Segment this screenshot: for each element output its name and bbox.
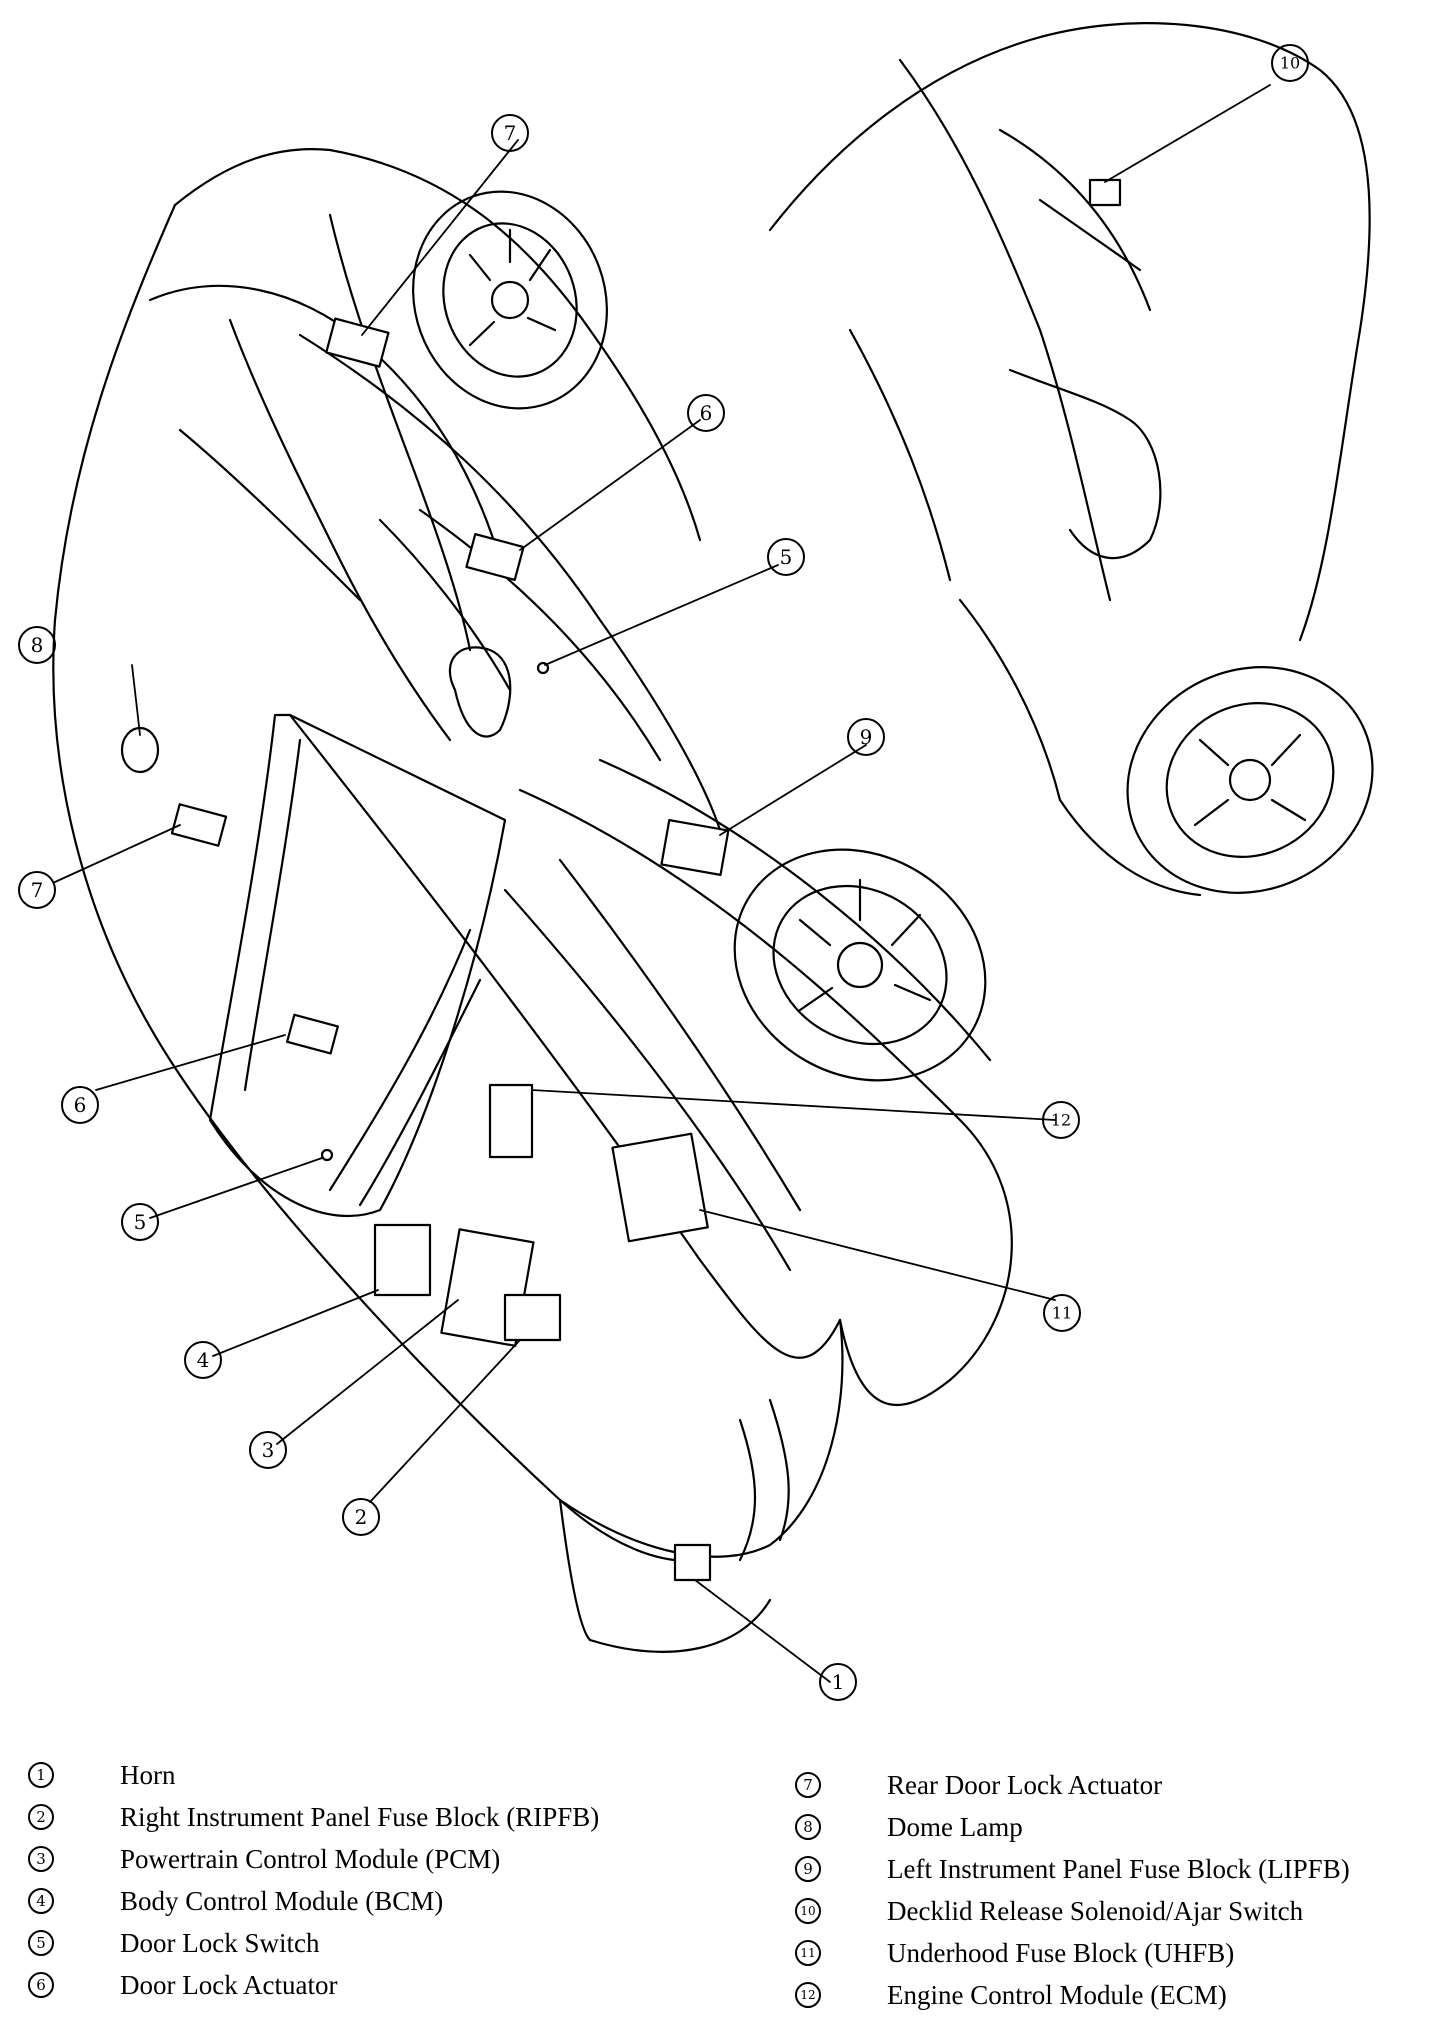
legend-label: Right Instrument Panel Fuse Block (RIPFB… xyxy=(120,1801,600,1832)
legend-item: 3 Powertrain Control Module (PCM) xyxy=(28,1839,500,1879)
callout-6: 6 xyxy=(74,1093,87,1117)
leader-lines xyxy=(54,84,1271,1683)
legend-item: 4 Body Control Module (BCM) xyxy=(28,1881,443,1921)
legend-label: Door Lock Actuator xyxy=(120,1969,338,2000)
legend-label: Body Control Module (BCM) xyxy=(120,1885,444,1916)
callout-2: 2 xyxy=(355,1505,368,1529)
legend-item: 11 Underhood Fuse Block (UHFB) xyxy=(795,1933,1234,1973)
callout-5b: 5 xyxy=(780,545,793,569)
callout-11: 11 xyxy=(1052,1304,1072,1323)
legend-label: Rear Door Lock Actuator xyxy=(887,1769,1163,1800)
legend-item: 5 Door Lock Switch xyxy=(28,1923,319,1963)
legend-label: Left Instrument Panel Fuse Block (LIPFB) xyxy=(887,1853,1350,1884)
legend-number: 3 xyxy=(28,1846,54,1872)
legend-label: Door Lock Switch xyxy=(120,1927,320,1958)
legend-number: 8 xyxy=(795,1814,821,1840)
legend-label: Engine Control Module (ECM) xyxy=(887,1979,1227,2010)
legend-item: 1 Horn xyxy=(28,1755,176,1795)
legend-number: 12 xyxy=(795,1982,821,2008)
legend-item: 12 Engine Control Module (ECM) xyxy=(795,1975,1227,2015)
legend: 1 Horn 2 Right Instrument Panel Fuse Blo… xyxy=(0,1755,1456,2020)
callout-10: 10 xyxy=(1280,54,1300,73)
callout-labels: 1 2 3 4 5 6 6 7 5 7 8 9 10 11 12 xyxy=(31,54,1301,1695)
legend-item: 7 Rear Door Lock Actuator xyxy=(795,1765,1162,1805)
callout-1: 1 xyxy=(832,1670,845,1694)
rear-vehicle-outline xyxy=(768,22,1374,897)
legend-label: Decklid Release Solenoid/Ajar Switch xyxy=(887,1895,1304,1926)
legend-number: 4 xyxy=(28,1888,54,1914)
callout-9: 9 xyxy=(860,725,873,749)
callout-circles xyxy=(18,44,1309,1701)
callout-7b: 7 xyxy=(31,878,44,902)
legend-number: 11 xyxy=(795,1940,821,1966)
callout-7: 7 xyxy=(504,121,517,145)
callout-6b: 6 xyxy=(700,401,713,425)
callout-8: 8 xyxy=(31,633,44,657)
legend-item: 6 Door Lock Actuator xyxy=(28,1965,337,2005)
main-vehicle-outline xyxy=(52,148,1013,1653)
legend-number: 5 xyxy=(28,1930,54,1956)
legend-item: 8 Dome Lamp xyxy=(795,1807,1023,1847)
legend-item: 10 Decklid Release Solenoid/Ajar Switch xyxy=(795,1891,1303,1931)
legend-number: 6 xyxy=(28,1972,54,1998)
callout-5: 5 xyxy=(134,1210,147,1234)
legend-label: Horn xyxy=(120,1759,176,1790)
legend-item: 9 Left Instrument Panel Fuse Block (LIPF… xyxy=(795,1849,1350,1889)
legend-number: 1 xyxy=(28,1762,54,1788)
legend-label: Powertrain Control Module (PCM) xyxy=(120,1843,501,1874)
legend-label: Dome Lamp xyxy=(887,1811,1023,1842)
callout-3: 3 xyxy=(262,1438,275,1462)
component-icons xyxy=(120,178,1122,1582)
legend-number: 7 xyxy=(795,1772,821,1798)
legend-item: 2 Right Instrument Panel Fuse Block (RIP… xyxy=(28,1797,599,1837)
legend-number: 10 xyxy=(795,1898,821,1924)
callout-12: 12 xyxy=(1051,1111,1071,1130)
legend-number: 9 xyxy=(795,1856,821,1882)
legend-label: Underhood Fuse Block (UHFB) xyxy=(887,1937,1235,1968)
callout-4: 4 xyxy=(197,1348,210,1372)
legend-number: 2 xyxy=(28,1804,54,1830)
